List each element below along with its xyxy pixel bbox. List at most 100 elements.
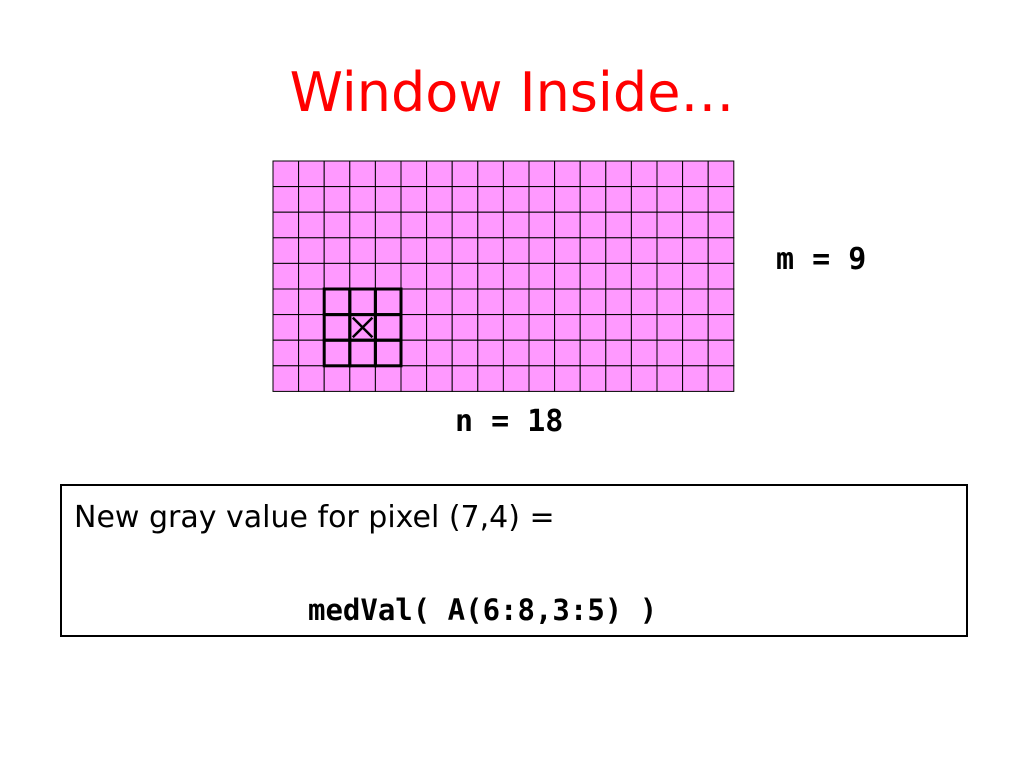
pixel-grid-diagram [272,160,735,392]
grid-cell [656,365,684,392]
grid-cell [323,211,351,239]
grid-cell [682,211,709,239]
grid-cell [298,237,325,264]
grid-cell [323,262,351,290]
grid-cell [502,237,530,264]
grid-cell [451,237,479,264]
grid-cell [630,237,658,264]
grid-cell [528,262,556,290]
grid-cell [707,314,735,341]
grid-cell [477,160,504,188]
grid-cell [630,314,658,341]
grid-cell [349,160,376,188]
grid-cell [605,211,632,239]
grid-cell [426,211,453,239]
grid-cell [477,288,504,316]
grid-cell [451,186,479,213]
grid-cell [605,365,632,392]
grid-cell [298,288,325,316]
grid-cell [528,314,556,341]
grid-cell [400,288,428,316]
grid-cell [605,160,632,188]
grid-cell [707,186,735,213]
grid-cell [656,237,684,264]
formula-box: New gray value for pixel (7,4) = medVal(… [60,484,968,637]
grid-cell [426,160,453,188]
grid-cell [579,211,607,239]
grid-cell [451,262,479,290]
grid-cell [400,365,428,392]
grid-cell [272,365,300,392]
grid-cell [579,288,607,316]
grid-cell [502,314,530,341]
grid-cell [272,186,300,213]
grid-cell [656,160,684,188]
median-window [322,287,403,368]
grid-cell [554,237,581,264]
grid-cell [579,186,607,213]
grid-cell [656,186,684,213]
grid-cell [656,288,684,316]
grid-cell [298,211,325,239]
grid-cell [528,211,556,239]
grid-cell [451,339,479,367]
grid-cells [272,160,735,392]
grid-cell [451,288,479,316]
grid-cell [400,339,428,367]
grid-cell [426,262,453,290]
grid-cell [477,262,504,290]
grid-cell [349,288,376,316]
grid-cell [682,186,709,213]
rows-label: m = 9 [776,242,867,277]
grid-cell [682,339,709,367]
grid-cell [323,237,351,264]
grid-cell [272,237,300,264]
grid-cell [554,186,581,213]
grid-cell [374,314,402,341]
grid-cell [528,365,556,392]
grid-cell [272,314,300,341]
grid-cell [554,365,581,392]
grid-cell [400,262,428,290]
grid-cell [298,262,325,290]
grid-cell [707,365,735,392]
grid-cell [374,160,402,188]
grid-cell [707,288,735,316]
window-cell [373,338,403,368]
grid-cell [272,262,300,290]
grid-cell [426,365,453,392]
grid-cell [682,365,709,392]
grid-cell [400,211,428,239]
center-pixel-x-mark [351,316,374,339]
grid-cell [400,314,428,341]
grid-cell [426,237,453,264]
grid-cell [298,365,325,392]
grid-cell [272,211,300,239]
grid-cell [605,339,632,367]
grid-cell [323,339,351,367]
grid-cell [477,237,504,264]
grid-cell [426,186,453,213]
center-pixel-mark [351,316,374,339]
grid-cell [605,186,632,213]
slide-title: Window Inside… [289,61,735,124]
grid-cell [400,186,428,213]
grid-cell [579,365,607,392]
grid-cell [605,288,632,316]
grid-cell [374,237,402,264]
grid-cell [349,186,376,213]
formula-expression: medVal( A(6:8,3:5) ) [308,593,658,627]
grid-cell [707,237,735,264]
grid-cell [707,262,735,290]
grid-cell [374,339,402,367]
grid-cell [554,262,581,290]
grid-cell [477,314,504,341]
grid-cell [579,314,607,341]
grid-cell [554,314,581,341]
grid-cell [707,160,735,188]
grid-cell [451,365,479,392]
grid-cell [682,288,709,316]
grid-cell [682,262,709,290]
grid-cell [656,314,684,341]
grid-cell [323,314,351,341]
